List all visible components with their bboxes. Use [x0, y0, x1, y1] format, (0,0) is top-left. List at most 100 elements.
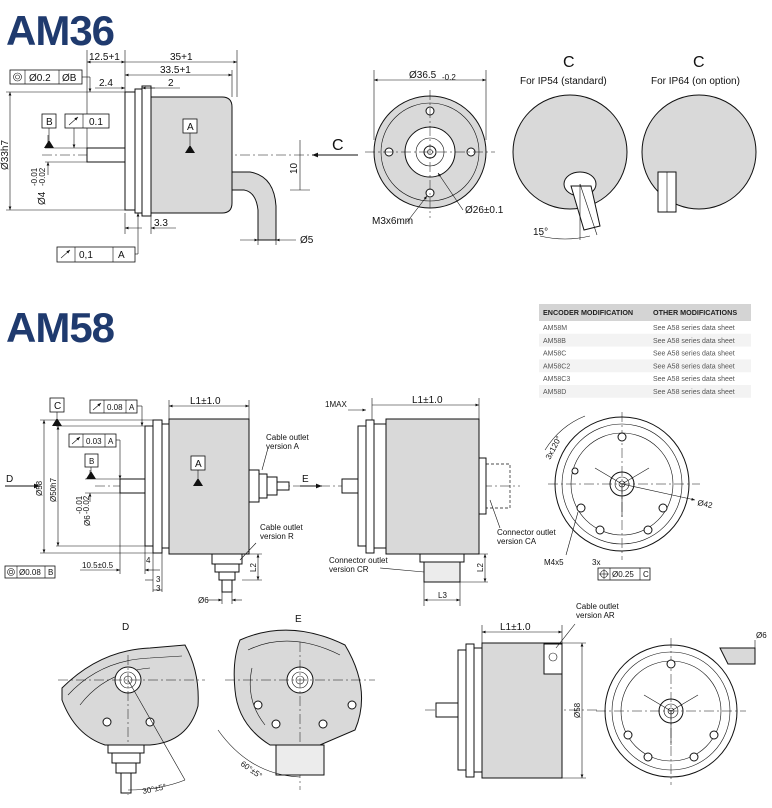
am58-dim-l2-b: L2: [476, 563, 485, 572]
am36-dim-10: 10: [289, 162, 300, 174]
am58-dim-d6f6: Ø6: [83, 515, 92, 526]
am58-runout-a: 0.08: [107, 403, 123, 412]
am58-runout-b-ref: A: [108, 437, 114, 446]
am58-dim-l2: L2: [249, 563, 258, 572]
am36-ip64-caption: For IP64 (on option): [651, 76, 740, 87]
am36-datum-b: B: [46, 117, 53, 128]
am58-dim-d42: Ø42: [697, 498, 714, 510]
am36-ip54-caption: For IP54 (standard): [520, 76, 607, 87]
am58-dim-3x: 3x: [592, 558, 600, 567]
am36-dim-12-5: 12.5+1: [89, 52, 120, 63]
am36-conc-ref: ØB: [62, 73, 77, 84]
table-cell-other: See A58 series data sheet: [653, 363, 735, 370]
am36-runout-bottom-ref: A: [118, 250, 125, 261]
am58-dim-d6f6-tol-lo: -0.02: [82, 495, 91, 514]
am36-dim-d5: Ø5: [300, 235, 314, 246]
am58-datum-b: B: [89, 457, 94, 466]
am58-dim-1max: 1MAX: [325, 400, 347, 409]
am58-label-cable-r-2: version R: [260, 532, 294, 541]
am58-dim-d6: Ø6: [198, 596, 209, 605]
am36-dim-d36-5-tol: -0.2: [442, 73, 456, 82]
am58-dim-m4x5: M4x5: [544, 558, 564, 567]
am36-heading: AM36: [6, 7, 114, 54]
am36-dim-d4: Ø4: [37, 191, 48, 205]
table-cell-other: See A58 series data sheet: [653, 325, 735, 332]
am36-dim-2-4: 2.4: [99, 78, 113, 89]
table-cell-other: See A58 series data sheet: [653, 338, 735, 345]
am36-view-c-ip54: C For IP54 (standard) 15°: [512, 54, 628, 240]
am36-conc-value: Ø0.2: [29, 73, 51, 84]
am36-angle-15: 15°: [533, 227, 548, 238]
am58-view-e-label: E: [295, 614, 302, 625]
am58-view-arrow-d: D: [6, 474, 13, 485]
am58-dim-30: 30°±5°: [142, 782, 167, 796]
am36-dim-2: 2: [168, 78, 174, 89]
am36-tolerance-frames: Ø0.2 ØB B 0.1 A 0,1 A C: [9, 69, 358, 263]
table-row-bg: [539, 359, 751, 373]
table-row-bg: [539, 333, 751, 347]
table-cell-other: See A58 series data sheet: [653, 376, 735, 383]
am58-dim-4: 4: [146, 556, 151, 565]
am58-dim-3b: 3: [156, 584, 161, 593]
am58-label-conn-cr-1: Connector outlet: [329, 556, 388, 565]
table-cell-encoder: AM58B: [543, 338, 566, 345]
am36-dim-3-3: 3.3: [154, 218, 168, 229]
table-cell-encoder: AM58C2: [543, 363, 570, 370]
am58-label-cable-ar-1: Cable outlet: [576, 602, 619, 611]
table-cell-encoder: AM58D: [543, 389, 566, 396]
am58-datum-a: A: [195, 459, 202, 470]
am36-view-c-label: C: [332, 137, 344, 154]
am58-dim-d58-b: Ø58: [573, 702, 582, 718]
am58-view-d: D 30°±5°: [58, 622, 205, 796]
am36-datum-a: A: [187, 122, 194, 133]
am58-front-view-ar: Ø6: [596, 631, 767, 785]
am36-runout-top: 0.1: [89, 117, 103, 128]
am58-dim-d6-c: Ø6: [756, 631, 767, 640]
am58-front-view: 3x120° Ø42 M4x5 3x Ø0.25 C: [544, 412, 714, 581]
am58-side-view: A: [95, 418, 320, 593]
am36-dim-m3: M3x6mm: [372, 216, 413, 227]
am36-view-c-ip64: C For IP64 (on option): [641, 54, 757, 213]
am58-dim-d58: Ø58: [35, 480, 44, 496]
am58-side-view-ar: L1±1.0 Ø58 Cable outlet version AR: [425, 602, 619, 779]
table-row-bg: [539, 385, 751, 398]
am58-runout-a-ref: A: [129, 403, 135, 412]
am58-view-d-label: D: [122, 622, 129, 633]
table-header-encoder: ENCODER MODIFICATION: [543, 308, 633, 317]
am58-pos-value: Ø0.25: [612, 570, 634, 579]
am36-dim-35: 35+1: [170, 52, 193, 63]
am36-front-view: Ø36.5 -0.2 Ø26±0.1 M3x6mm: [365, 70, 504, 227]
am58-side-dimensions: L1±1.0 Ø58 Ø50h7 Ø6 -0.01 -0.02 10.5±0.5…: [5, 396, 322, 605]
am58-dim-3a: 3: [156, 575, 161, 584]
am58-datum-c: C: [54, 401, 61, 412]
am58-view-arrow-e: E: [302, 474, 309, 485]
am58-runout-b: 0.03: [86, 437, 102, 446]
table-cell-encoder: AM58C: [543, 351, 566, 358]
am36-ip54-letter: C: [563, 54, 575, 71]
table-header-other: OTHER MODIFICATIONS: [653, 308, 737, 317]
am58-label-conn-cr-2: version CR: [329, 565, 369, 574]
am58-dim-d6f6-tol-hi: -0.01: [75, 495, 84, 514]
am58-dim-l1-c: L1±1.0: [500, 622, 531, 633]
am58-dim-10-5: 10.5±0.5: [82, 561, 114, 570]
am58-label-cable-a-1: Cable outlet: [266, 433, 309, 442]
am58-label-conn-ca-1: Connector outlet: [497, 528, 556, 537]
am58-label-cable-r-1: Cable outlet: [260, 523, 303, 532]
table-cell-other: See A58 series data sheet: [653, 389, 735, 396]
am36-dim-d26: Ø26±0.1: [465, 205, 504, 216]
am36-dimensions: 12.5+1 35+1 33.5+1 2.4 2 3.3 10 Ø5: [0, 50, 314, 246]
am36-side-view: [42, 85, 310, 241]
am36-ip64-letter: C: [693, 54, 705, 71]
table-cell-encoder: AM58C3: [543, 376, 570, 383]
am36-dim-33-5: 33.5+1: [160, 65, 191, 76]
am58-label-cable-a-2: version A: [266, 442, 300, 451]
am36-dim-d36-5: Ø36.5: [409, 70, 437, 81]
am58-heading: AM58: [6, 304, 115, 351]
am58-dim-l1-b: L1±1.0: [412, 395, 443, 406]
am58-modification-table: ENCODER MODIFICATION OTHER MODIFICATIONS…: [539, 304, 751, 398]
am58-side-tolerances: C 0.08 A 0.03 A B Ø0.08 B: [4, 397, 144, 579]
am58-side-view-connector: L1±1.0 1MAX L3 L2 Connector outlet versi…: [320, 395, 556, 606]
am36-dim-d4-tol-lo: -0.02: [38, 167, 47, 186]
am58-dim-l3: L3: [438, 591, 447, 600]
